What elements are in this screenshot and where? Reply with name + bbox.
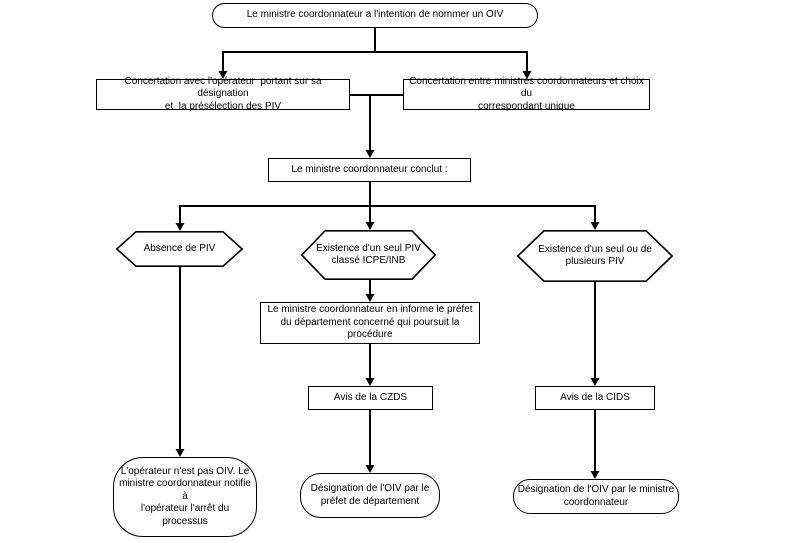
node-avis-cids-label: Avis de la CIDS (560, 391, 630, 403)
node-arret-processus: L'opérateur n'est pas OIV. Le ministre c… (113, 457, 257, 537)
node-avis-cids: Avis de la CIDS (535, 386, 655, 410)
node-informe-prefet-label: Le ministre coordonnateur en informe le … (267, 304, 473, 341)
node-informe-prefet: Le ministre coordonnateur en informe le … (260, 302, 480, 344)
node-concertation-ministres: Concertation entre ministres coordonnate… (403, 76, 650, 112)
node-designation-ministre-label: Désignation de l'OIV par le ministre coo… (517, 484, 675, 508)
node-start: Le ministre coordonnateur a l'intention … (212, 3, 538, 28)
node-seul-piv-icpe-label: Existence d'un seul PIV classé ICPE/INB (316, 242, 421, 267)
node-avis-czds: Avis de la CZDS (308, 386, 433, 410)
node-conclut: Le ministre coordonnateur conclut : (268, 158, 471, 182)
hexagon-shape (116, 231, 243, 267)
node-concertation-ministres-label: Concertation entre ministres coordonnate… (409, 75, 644, 112)
node-designation-prefet: Désignation de l'OIV par le préfet de dé… (300, 473, 440, 518)
node-arret-processus-label: L'opérateur n'est pas OIV. Le ministre c… (119, 465, 251, 527)
node-avis-czds-label: Avis de la CZDS (333, 391, 408, 403)
node-designation-prefet-label: Désignation de l'OIV par le préfet de dé… (310, 483, 430, 507)
node-seul-ou-plusieurs-piv: Existence d'un seul ou de plusieurs PIV (517, 230, 673, 282)
node-designation-ministre: Désignation de l'OIV par le ministre coo… (513, 479, 679, 514)
node-absence-piv-label: Absence de PIV (143, 242, 216, 254)
node-seul-piv-icpe: Existence d'un seul PIV classé ICPE/INB (301, 230, 436, 280)
hexagon-shape (301, 230, 436, 280)
hexagon-shape (517, 230, 673, 282)
node-start-label: Le ministre coordonnateur a l'intention … (246, 9, 504, 21)
node-seul-ou-plusieurs-piv-label: Existence d'un seul ou de plusieurs PIV (538, 243, 652, 268)
node-concertation-operateur: Concertation avec l'opérateur portant su… (96, 76, 350, 112)
node-absence-piv: Absence de PIV (116, 231, 243, 267)
node-conclut-label: Le ministre coordonnateur conclut : (291, 163, 448, 175)
node-concertation-operateur-label: Concertation avec l'opérateur portant su… (124, 75, 322, 112)
arrowheads (175, 71, 600, 479)
